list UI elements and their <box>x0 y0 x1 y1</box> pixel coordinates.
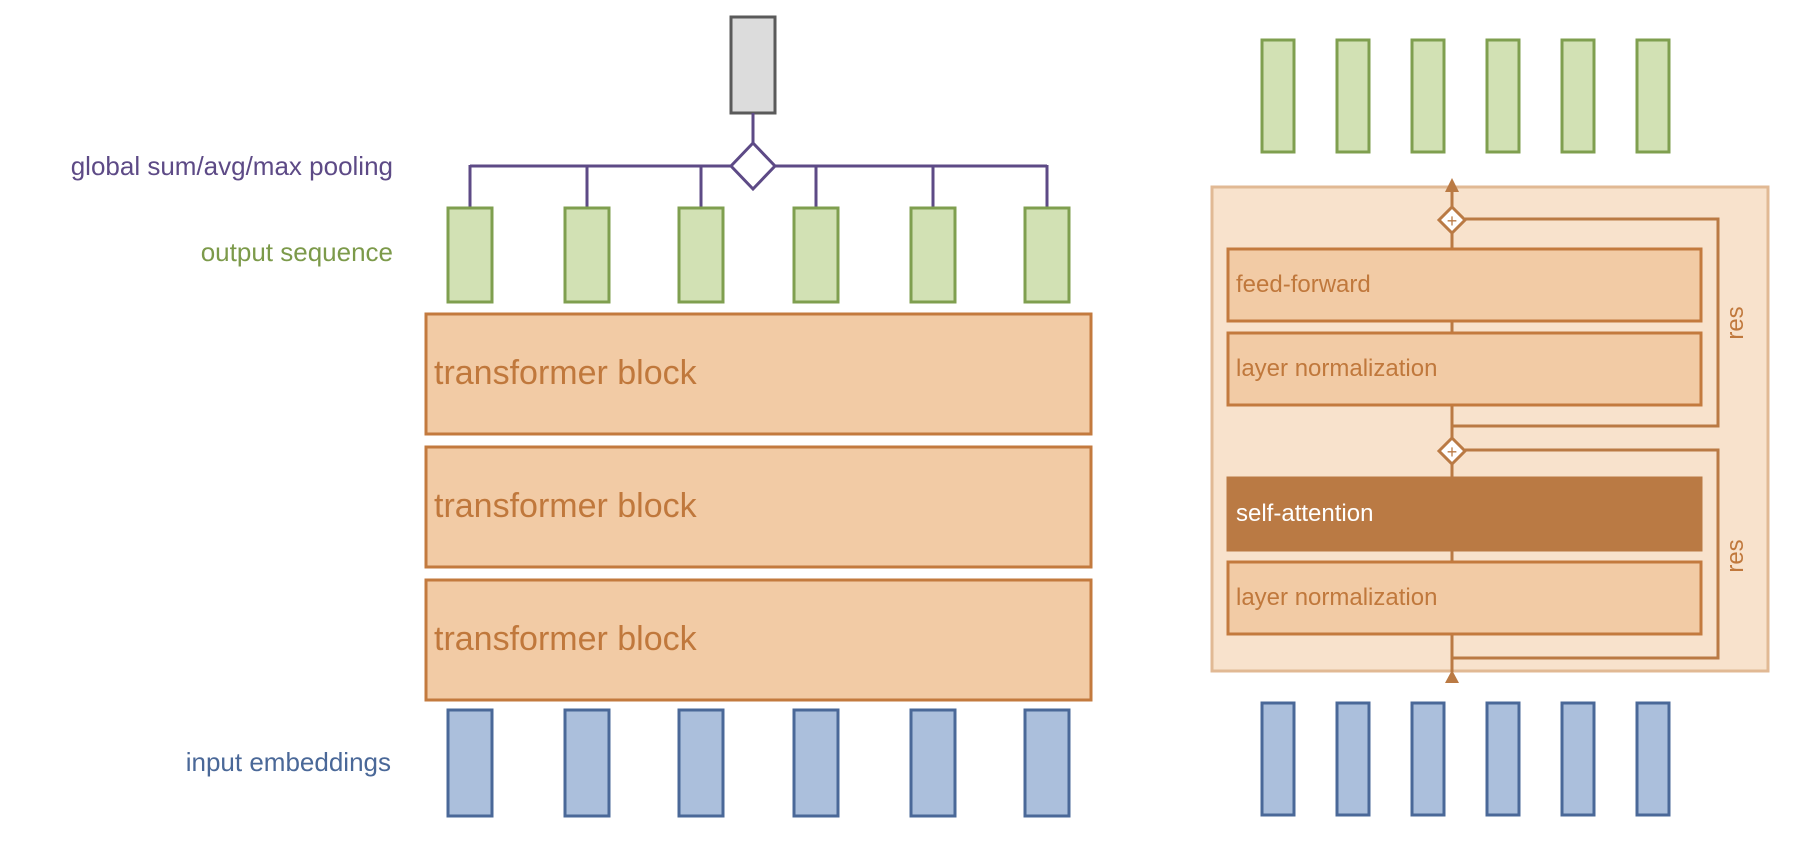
transformer-block-3 <box>424 578 1093 702</box>
output-sequence-right <box>1260 38 1671 154</box>
output-token <box>1335 38 1371 154</box>
input-embeddings-right <box>1260 701 1671 817</box>
transformer-block-1-label: transformer block <box>434 354 698 392</box>
add-node-top <box>1436 204 1468 236</box>
output-token <box>446 206 494 304</box>
output-token <box>792 206 840 304</box>
output-token <box>1560 38 1596 154</box>
residual-connection-top <box>1452 217 1720 428</box>
pooling-label: global sum/avg/max pooling <box>71 151 393 181</box>
layer-norm-top-label: layer normalization <box>1236 355 1437 382</box>
input-embeddings-label: input embeddings <box>186 747 391 777</box>
residual-label-top: res <box>1722 306 1749 339</box>
layer-norm-bottom-label: layer normalization <box>1236 584 1437 611</box>
output-token <box>1485 38 1521 154</box>
add-node-bottom <box>1436 435 1468 467</box>
input-token <box>1635 701 1671 817</box>
bottom-arrowhead <box>1445 670 1459 683</box>
input-token <box>792 708 840 818</box>
input-token <box>446 708 494 818</box>
pooling-node-diamond <box>728 140 778 192</box>
transformer-block-3-label: transformer block <box>434 620 698 658</box>
residual-label-bottom: res <box>1722 539 1749 572</box>
feed-forward-box <box>1226 247 1703 323</box>
transformer-block-2 <box>424 445 1093 569</box>
output-token <box>1260 38 1296 154</box>
output-token <box>677 206 725 304</box>
output-token <box>563 206 611 304</box>
input-token <box>1410 701 1446 817</box>
output-token <box>1635 38 1671 154</box>
self-attention-box <box>1226 476 1703 552</box>
output-token <box>909 206 957 304</box>
output-token <box>1023 206 1071 304</box>
input-embeddings-left <box>446 708 1071 818</box>
add-node-top-symbol: + <box>1447 211 1458 231</box>
input-token <box>1560 701 1596 817</box>
feed-forward-label: feed-forward <box>1236 271 1371 298</box>
transformer-block-2-label: transformer block <box>434 487 698 525</box>
top-arrowhead <box>1445 178 1459 192</box>
add-node-bottom-symbol: + <box>1447 442 1458 462</box>
input-token <box>677 708 725 818</box>
input-token <box>1485 701 1521 817</box>
layer-norm-bottom-box <box>1226 560 1703 636</box>
input-token <box>1260 701 1296 817</box>
input-token <box>1335 701 1371 817</box>
input-token <box>1023 708 1071 818</box>
layer-norm-top-box <box>1226 331 1703 407</box>
input-token <box>563 708 611 818</box>
transformer-block-1 <box>424 312 1093 436</box>
output-token <box>1410 38 1446 154</box>
pooled-output-box <box>729 15 777 115</box>
residual-connection-bottom <box>1452 448 1720 660</box>
output-sequence-label: output sequence <box>201 237 393 267</box>
self-attention-label: self-attention <box>1236 500 1373 527</box>
output-sequence-left <box>446 206 1071 304</box>
input-token <box>909 708 957 818</box>
